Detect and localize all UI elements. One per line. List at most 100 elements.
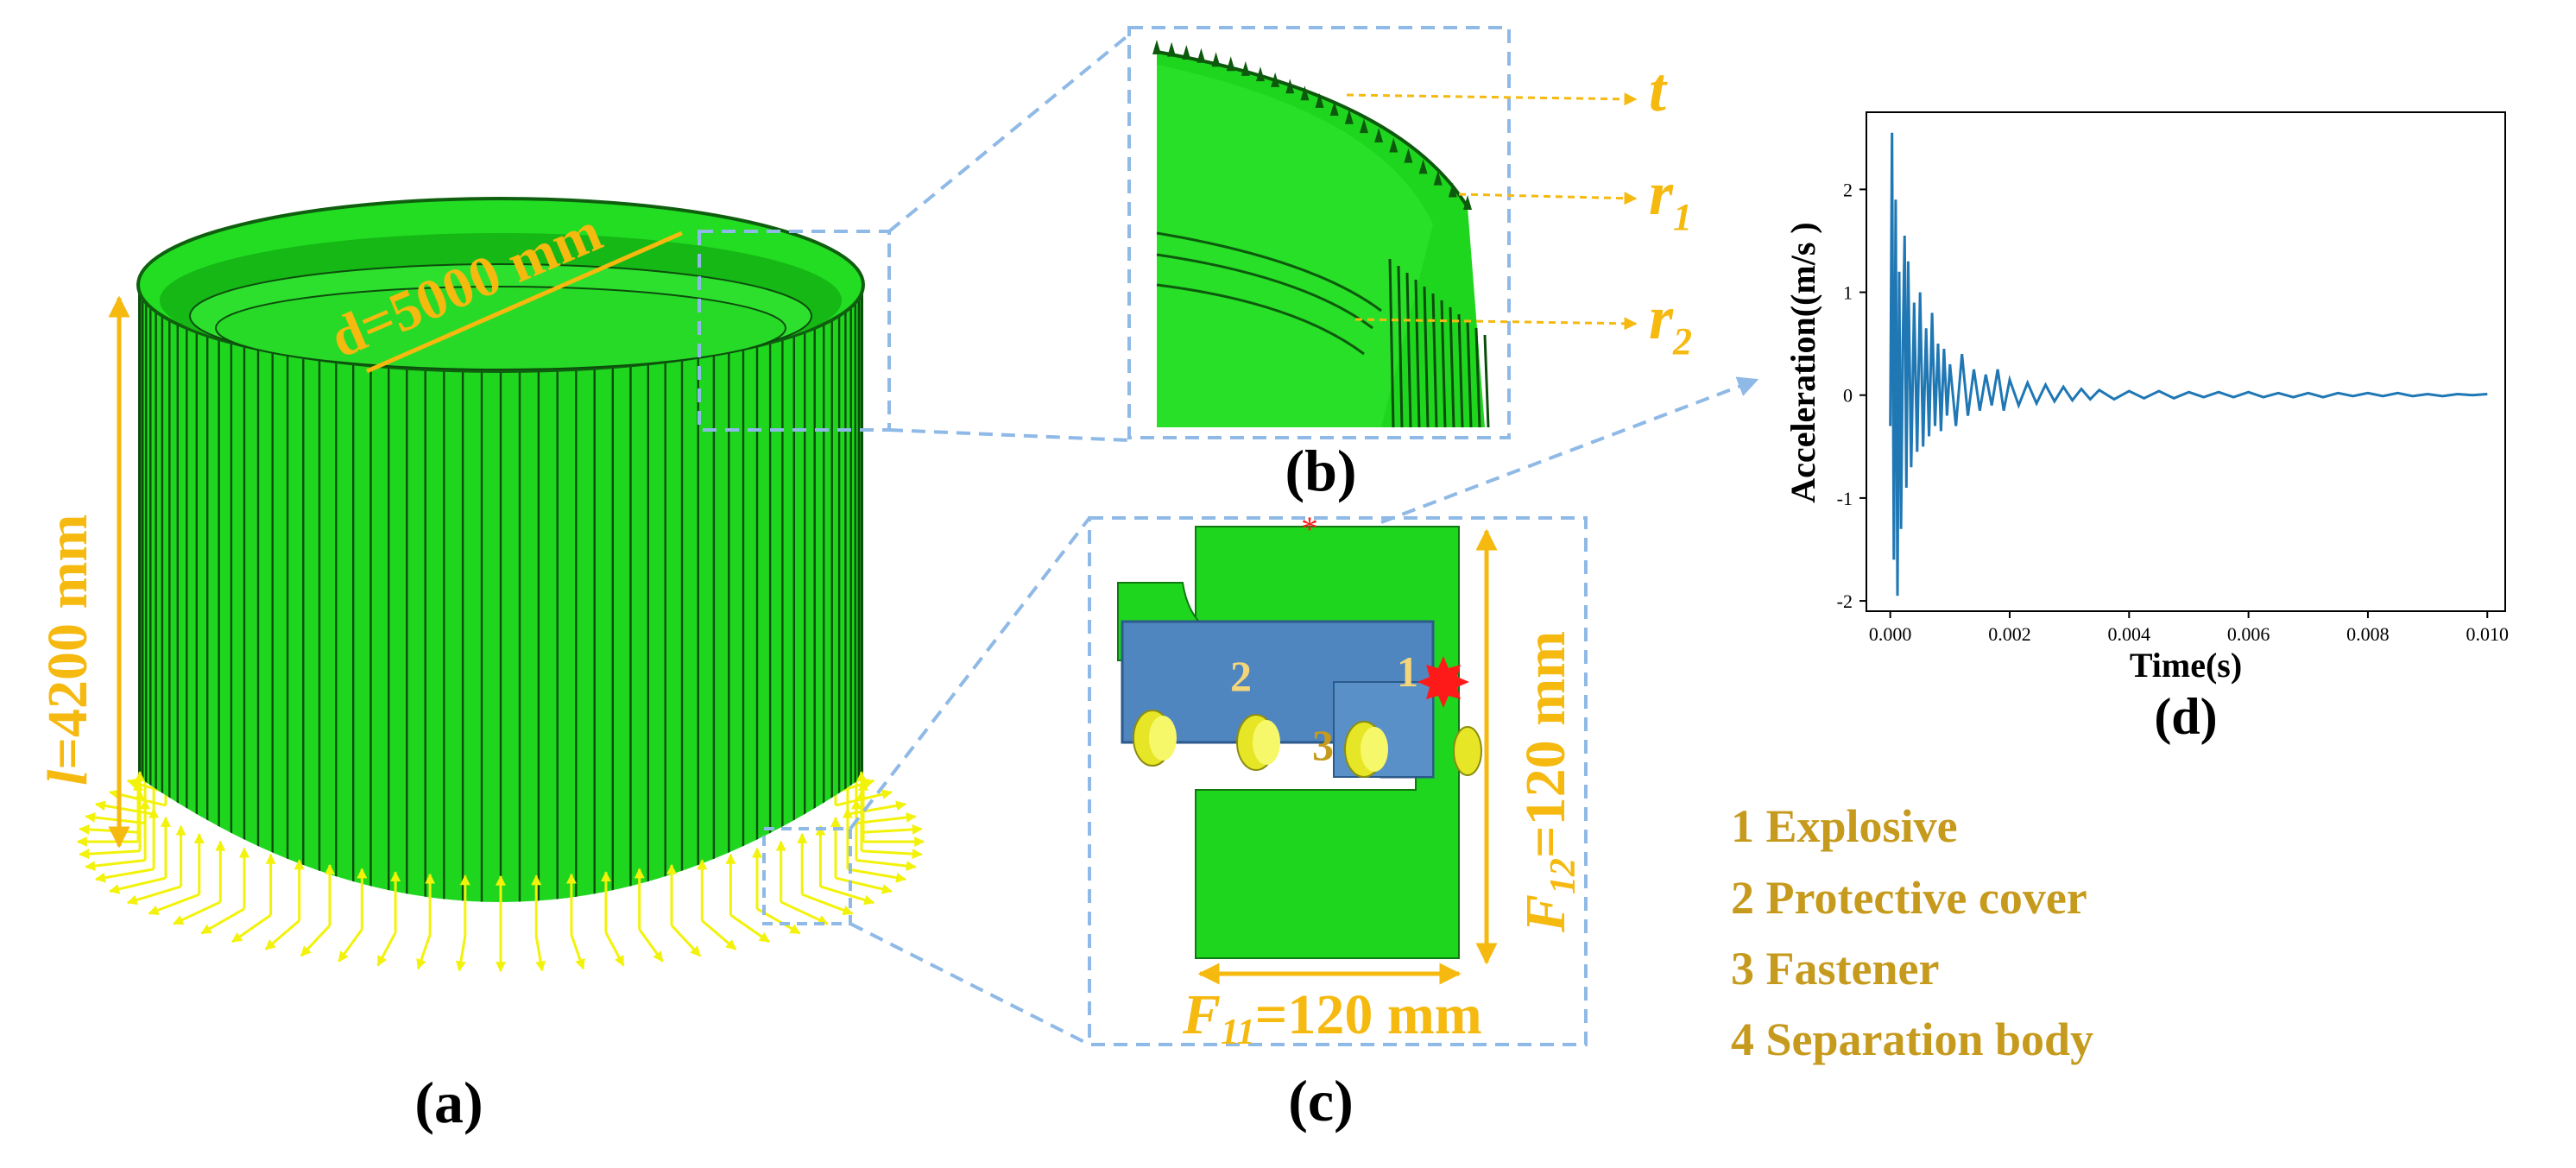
load-arrow-radial: [861, 849, 923, 860]
y-tick-label: -2: [1837, 590, 1853, 612]
y-tick-label: 1: [1843, 282, 1853, 304]
rim-step-line-1: [1156, 231, 1382, 313]
fastener-4: [1453, 726, 1482, 776]
fastener-1: [1133, 710, 1177, 767]
load-arrow-radial: [861, 824, 923, 835]
parts-legend: 1 Explosive 2 Protective cover 3 Fastene…: [1731, 800, 2093, 1065]
rim-tooth: [1389, 137, 1398, 153]
load-arrow-radial: [338, 928, 363, 963]
length-label: l=4200 mm: [36, 515, 99, 786]
panel-c-label: (c): [1288, 1068, 1353, 1133]
rim-tooth: [1315, 92, 1324, 108]
front-load-arrows: [76, 771, 925, 973]
rim-tooth: [1374, 128, 1384, 143]
label-r2: r2: [1649, 283, 1692, 363]
rim-tooth: [1152, 40, 1161, 54]
panel-d-acceleration-chart: 0.000 0.002 0.004 0.006 0.008 0.010 -2 -1 0 1 2 Ti…: [1784, 111, 2509, 745]
chart-y-axis-label: Acceleration((m/s ): [1784, 222, 1822, 502]
rim-teeth: [1152, 40, 1472, 210]
load-arrow-radial: [670, 924, 702, 957]
shell-inner-floor: [215, 286, 786, 370]
y-tick-label: -1: [1837, 488, 1853, 509]
rim-tooth: [1182, 44, 1191, 60]
rim-tooth: [1448, 182, 1457, 198]
label-t: t: [1649, 55, 1668, 124]
chart-ticks: 0.000 0.002 0.004 0.006 0.008 0.010 -2 -1 0 1 2: [1837, 179, 2509, 645]
rim-tooth: [1211, 52, 1221, 67]
fastener-3: [1344, 721, 1388, 778]
load-arrow-radial: [604, 931, 625, 967]
shell-ribs: [138, 285, 863, 902]
label-r1: r1: [1649, 159, 1692, 238]
load-arrow-radial: [856, 859, 917, 872]
panel-c-cross-section: * 1 2 3 F12=120 mm F11=120 mm (c): [1088, 509, 1588, 1133]
load-arrow-radial: [126, 885, 182, 906]
x-tick-label: 0.008: [2346, 623, 2390, 645]
rim-tooth: [1196, 47, 1206, 63]
leader-r1: [1458, 192, 1638, 205]
rim-rib-line: [1405, 272, 1412, 427]
x-tick-label: 0.002: [1988, 623, 2031, 645]
rim-ribs: [1388, 258, 1490, 427]
rim-step-line-2: [1156, 253, 1373, 330]
load-arrow-radial: [819, 885, 875, 906]
y-tick-label: 0: [1843, 385, 1853, 407]
load-arrow-radial: [264, 919, 300, 950]
x-tick-label: 0.004: [2108, 623, 2151, 645]
load-arrow-radial: [85, 811, 146, 824]
load-arrow-radial: [79, 824, 141, 835]
legend-item-fastener: 3 Fastener: [1731, 943, 1939, 994]
panel-b-rim-detail: t r1 r2 (b): [1127, 26, 1692, 503]
load-arrow-radial: [300, 924, 331, 957]
rim-step-line-3: [1156, 283, 1365, 356]
rim-tooth: [1300, 85, 1310, 101]
chart-x-axis-label: Time(s): [2130, 646, 2242, 685]
load-arrow-radial: [79, 849, 141, 860]
x-tick-label: 0.000: [1869, 623, 1912, 645]
explosive-charge: [1417, 656, 1469, 708]
diameter-dimension-line: [365, 230, 684, 374]
load-arrow-radial: [200, 907, 245, 935]
rim-rib-line: [1483, 334, 1490, 427]
rim-rib-line: [1397, 265, 1404, 427]
rim-rib-line: [1466, 320, 1473, 427]
panel-a-label: (a): [414, 1070, 483, 1135]
rim-rib-line: [1423, 286, 1430, 427]
panel-a-shell-model: d=5000 mm l=4200 mm (a): [36, 197, 925, 1135]
chart-plot-frame: [1866, 111, 2506, 612]
zoom-connector-b-top: [887, 33, 1131, 233]
zoom-box-base: [762, 827, 852, 925]
f11-label: F11=120 mm: [1182, 983, 1482, 1052]
rim-tooth: [1271, 72, 1280, 87]
rim-tooth: [1285, 79, 1295, 94]
load-arrow-radial: [534, 936, 546, 972]
rim-rib-line: [1388, 258, 1395, 427]
rim-rib-line: [1474, 327, 1481, 427]
load-arrow-radial: [376, 931, 397, 967]
y-tick-label: 2: [1843, 179, 1853, 200]
panel-d-label: (d): [2154, 688, 2217, 745]
load-arrow-radial: [856, 811, 917, 824]
rim-tooth: [1360, 118, 1368, 134]
load-arrow-radial: [173, 900, 221, 925]
load-arrow-radial: [638, 928, 664, 963]
rim-tooth: [1433, 170, 1443, 186]
x-tick-label: 0.006: [2227, 623, 2270, 645]
zoom-box-top: [698, 230, 891, 432]
rim-tooth: [1241, 60, 1250, 76]
part-number-3: 3: [1312, 721, 1334, 769]
leader-r2: [1354, 317, 1638, 331]
rim-rib-line: [1431, 293, 1438, 427]
load-arrow-radial: [835, 876, 893, 894]
x-tick-label: 0.010: [2466, 623, 2510, 645]
load-arrow-radial: [729, 913, 770, 944]
rim-rib-line: [1414, 279, 1421, 427]
load-arrow-radial: [455, 936, 467, 972]
zoom-connector-b-bottom: [888, 428, 1130, 442]
load-arrow-radial: [780, 900, 829, 925]
load-arrow-radial: [231, 913, 272, 944]
zoom-connector-c-bottom: [849, 922, 1090, 1046]
sensor-marker: *: [1301, 509, 1318, 548]
rim-tooth: [1404, 148, 1413, 163]
part-number-2: 2: [1230, 652, 1252, 700]
